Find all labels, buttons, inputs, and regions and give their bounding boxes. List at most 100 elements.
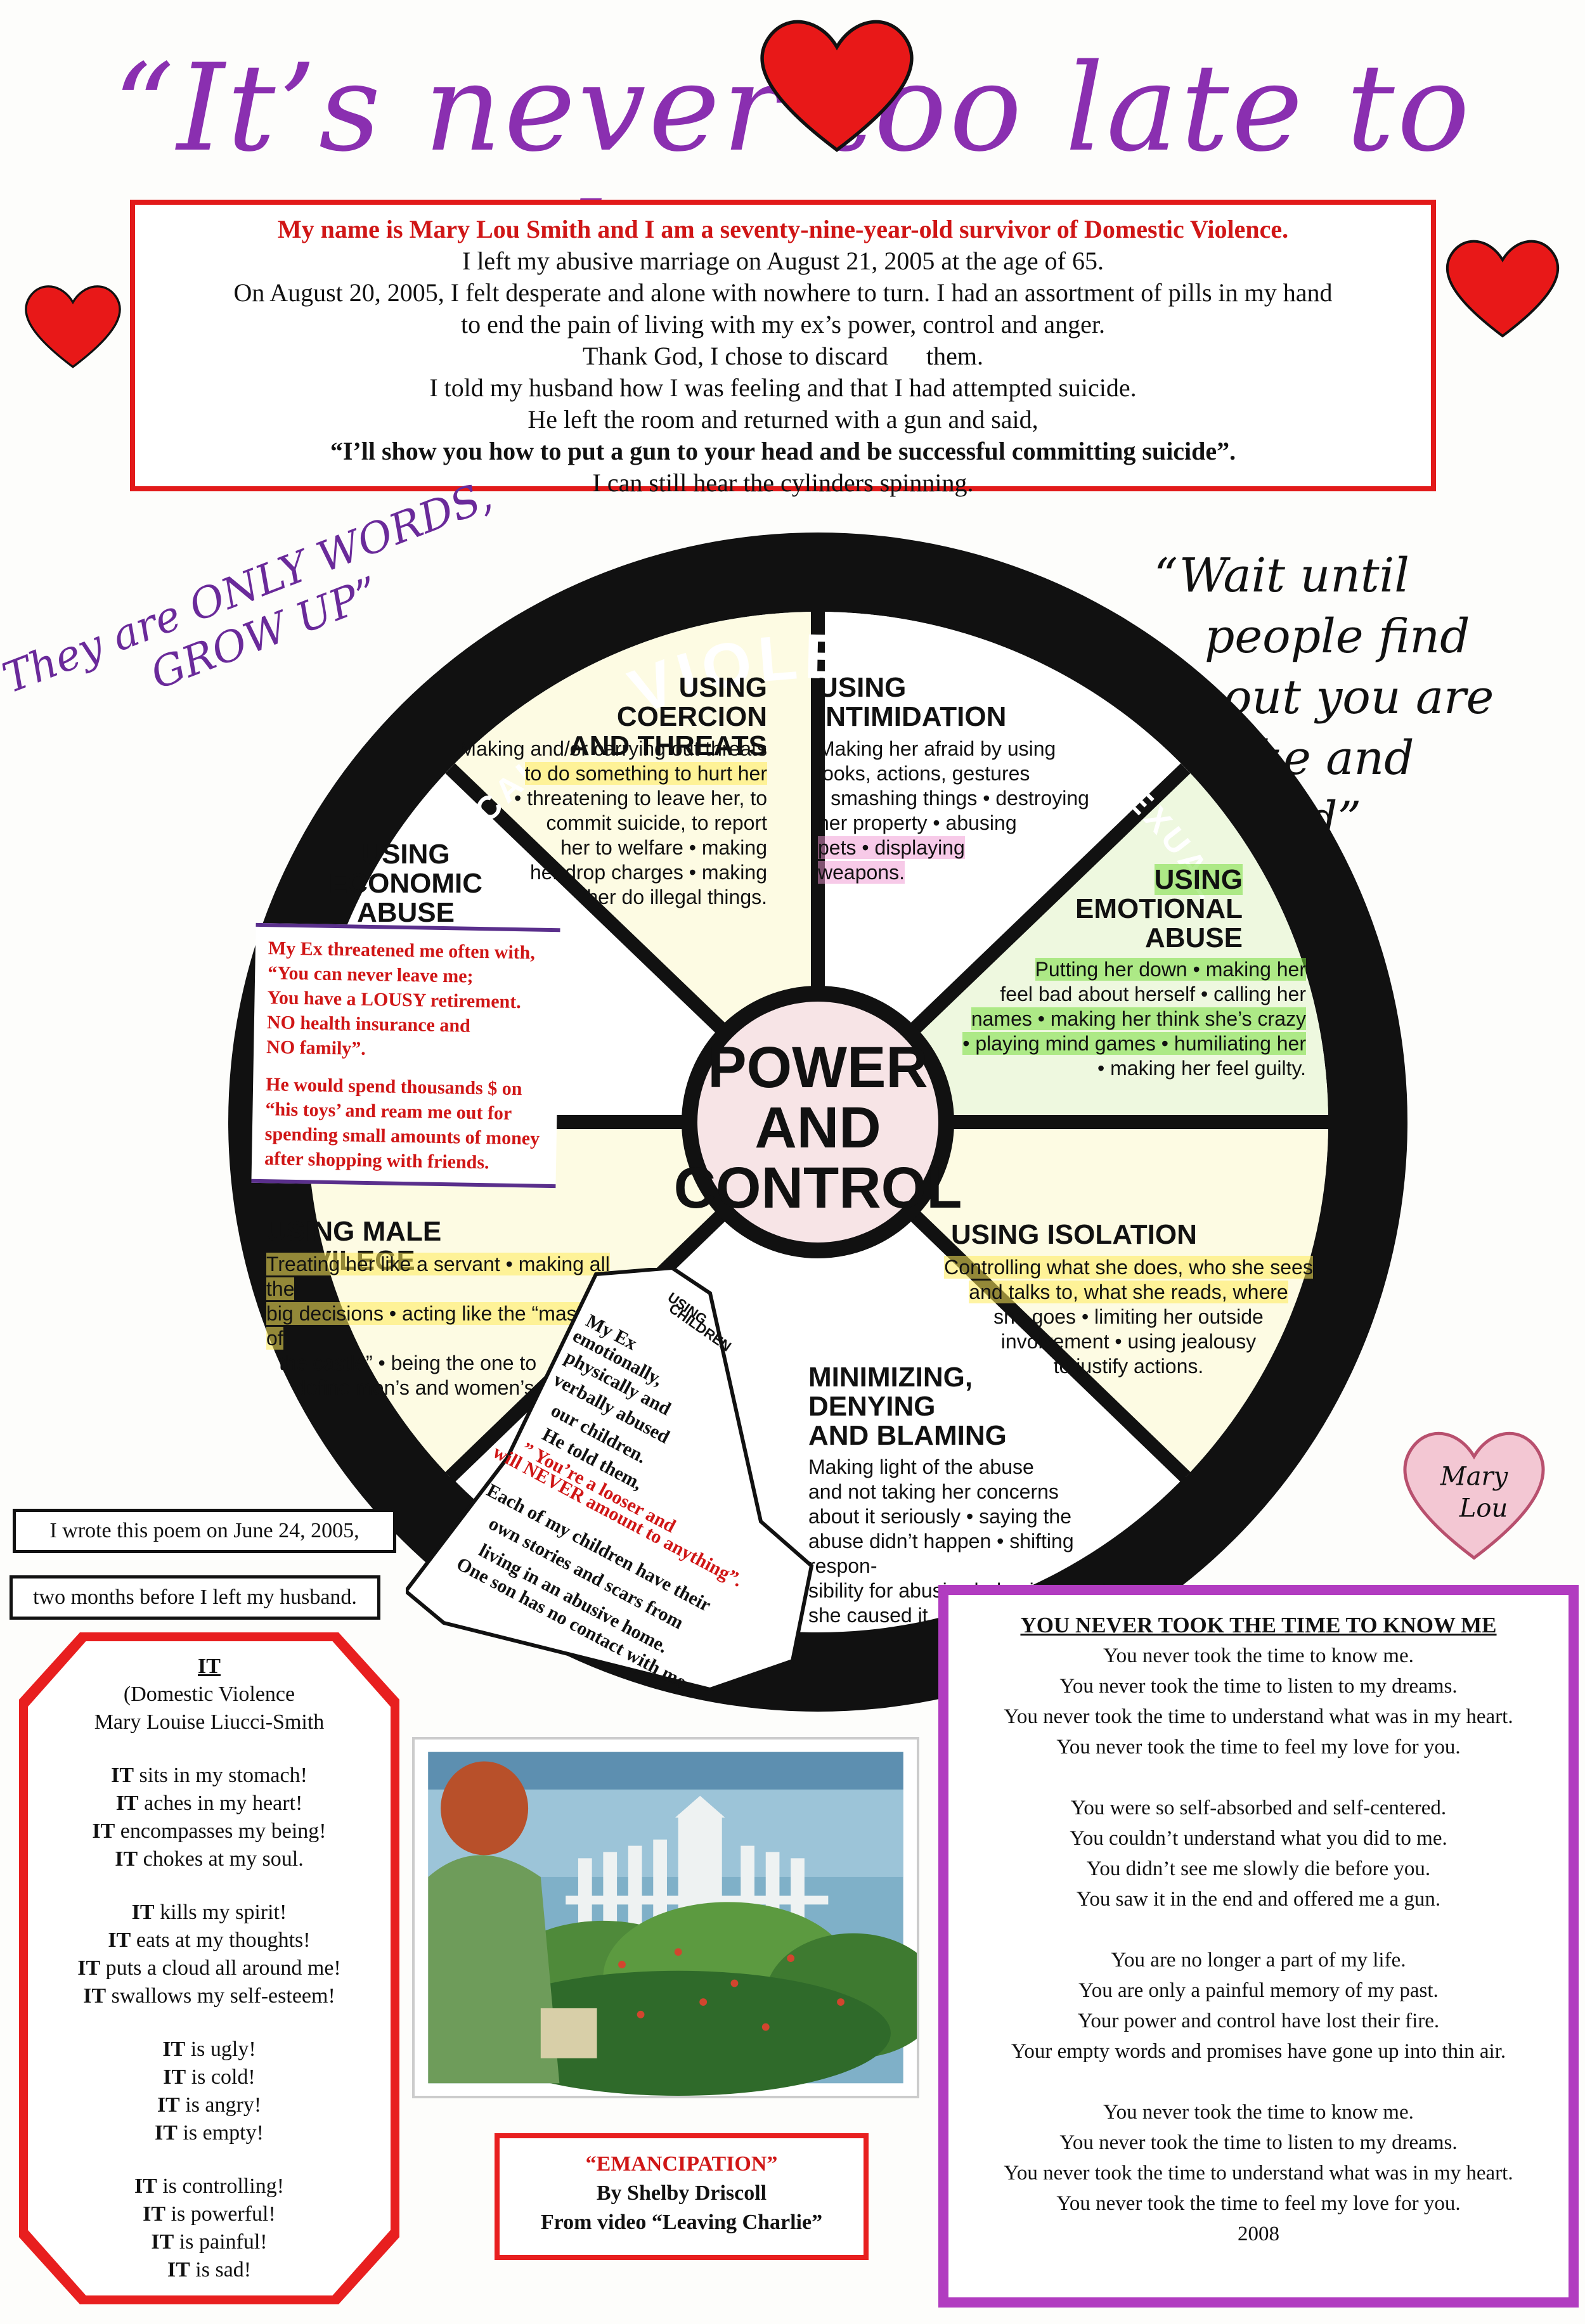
poem-title: YOU NEVER TOOK THE TIME TO KNOW ME — [1020, 1613, 1497, 1637]
body-line: pets • displaying — [818, 836, 965, 859]
body-line: and talks to, what she reads, where — [969, 1281, 1288, 1303]
caption-by: By Shelby Driscoll — [596, 2181, 767, 2205]
coercion-body: Making and/or carrying out threats to do… — [444, 737, 767, 910]
intro-line: He left the room and returned with a gun… — [527, 405, 1038, 434]
heading-line: USING ISOLATION — [951, 1219, 1197, 1250]
body-line: the castle” • being the one to — [279, 1352, 537, 1374]
minimizing-heading: MINIMIZING, DENYING AND BLAMING — [808, 1363, 1062, 1450]
poem-line: You couldn’t understand what you did to … — [1070, 1827, 1447, 1850]
poem-year: 2008 — [1238, 2223, 1279, 2245]
heading-line: ABUSE — [356, 897, 455, 928]
poem-line: swallows my self-esteem! — [111, 1984, 335, 2008]
body-line: Making her afraid by using — [818, 737, 1056, 760]
heading-line: USING — [818, 672, 907, 703]
poem-line: You never took the time to listen to my … — [1059, 1675, 1458, 1698]
intro-line: to end the pain of living with my ex’s p… — [461, 310, 1105, 339]
caption-title: “EMANCIPATION” — [585, 2152, 778, 2176]
body-line: commit suicide, to report — [546, 811, 767, 834]
quote-line: people find — [1205, 609, 1470, 664]
poem-line: You are only a painful memory of my past… — [1078, 1979, 1439, 2002]
poem-line: chokes at my soul. — [143, 1847, 304, 1871]
it-poem: IT (Domestic Violence Mary Louise Liucci… — [28, 1641, 391, 2295]
body-line: to justify actions. — [1053, 1355, 1204, 1378]
poem-line: You never took the time to listen to my … — [1059, 2131, 1458, 2154]
poem-date-strip: two months before I left my husband. — [10, 1575, 380, 1620]
poem-line: You didn’t see me slowly die before you. — [1086, 1857, 1431, 1880]
intro-last: I can still hear the cylinders spinning. — [592, 468, 974, 497]
body-line: her do illegal things. — [586, 886, 767, 908]
poem-line: You never took the time to feel my love … — [1056, 1736, 1461, 1759]
poem-line: encompasses my being! — [120, 1819, 327, 1843]
intro-quote: “I’ll show you how to put a gun to your … — [330, 437, 1236, 465]
body-line: her drop charges • making — [529, 861, 767, 884]
male-privilege-body: Treating her like a servant • making all… — [266, 1252, 621, 1400]
poem-line: puts a cloud all around me! — [105, 1956, 341, 1980]
intimidation-body: Making her afraid by using looks, action… — [818, 737, 1116, 885]
poem-line: aches in my heart! — [144, 1791, 303, 1815]
heading-line: AND THREATS — [569, 730, 767, 761]
it-poem-subtitle: (Domestic Violence — [123, 1682, 295, 1706]
poem-line: You never took the time to feel my love … — [1056, 2192, 1461, 2215]
body-line: names • making her think she’s crazy — [971, 1007, 1306, 1030]
body-line: Putting her down • making her — [1035, 958, 1306, 981]
emancipation-painting — [412, 1737, 919, 2098]
heading-line: ECONOMIC — [329, 868, 482, 899]
economic-heading: USING ECONOMIC ABUSE — [323, 840, 488, 927]
signature-heart: Mary Lou — [1403, 1431, 1545, 1560]
emotional-heading: USING EMOTIONAL ABUSE — [1040, 864, 1243, 953]
heading-line: AND BLAMING — [808, 1420, 1007, 1451]
body-line: she goes • limiting her outside — [993, 1305, 1264, 1328]
heading-line: INTIMIDATION — [818, 701, 1007, 732]
poem-line: is controlling! — [162, 2174, 285, 2198]
signature-line: Mary — [1440, 1462, 1509, 1492]
body-line: • smashing things • destroying — [818, 787, 1089, 810]
poem-line: kills my spirit! — [160, 1901, 287, 1924]
isolation-heading: USING ISOLATION — [951, 1220, 1255, 1249]
heading-line: MINIMIZING, — [808, 1362, 973, 1393]
hub-power: POWER — [708, 1035, 928, 1100]
heading-line: USING COERCION — [616, 672, 767, 732]
heading-line: USING — [361, 839, 450, 870]
poem-line: You never took the time to know me. — [1103, 1644, 1414, 1667]
signature-line: Lou — [1459, 1494, 1508, 1523]
poem-line: sits in my stomach! — [139, 1764, 307, 1787]
isolation-body: Controlling what she does, who she sees … — [932, 1255, 1325, 1379]
painting-caption: “EMANCIPATION” By Shelby Driscoll From v… — [495, 2133, 869, 2260]
body-line: abuse didn’t happen • shifting respon- — [808, 1530, 1074, 1577]
hub-and: AND — [754, 1095, 881, 1160]
never-took-time-poem: YOU NEVER TOOK THE TIME TO KNOW ME You n… — [938, 1585, 1579, 2308]
body-line: her property • abusing — [818, 811, 1017, 834]
body-line: • playing mind games • humiliating her — [962, 1032, 1306, 1055]
caption-from: From video “Leaving Charlie” — [540, 2211, 823, 2234]
body-line: she caused it. — [808, 1604, 934, 1627]
poem-line: You never took the time to know me. — [1103, 2101, 1414, 2124]
poem-line: is powerful! — [171, 2202, 276, 2226]
emotional-body: Putting her down • making her feel bad a… — [913, 957, 1306, 1081]
poem-line: Your power and control have lost their f… — [1077, 2010, 1440, 2032]
body-line: involvement • using jealousy — [1000, 1330, 1257, 1353]
poem-line: You saw it in the end and offered me a g… — [1076, 1888, 1441, 1911]
body-line: Making light of the abuse — [808, 1456, 1034, 1478]
poem-line: You were so self-absorbed and self-cente… — [1070, 1797, 1447, 1819]
poem-line: You are no longer a part of my life. — [1111, 1949, 1406, 1972]
poem-line: You never took the time to understand wh… — [1004, 2162, 1513, 2185]
body-line: feel bad about herself • calling her — [1000, 983, 1306, 1005]
body-line: to do something to hurt her — [524, 762, 767, 785]
body-line: and not taking her concerns — [808, 1480, 1059, 1503]
poem-line: You never took the time to understand wh… — [1004, 1705, 1513, 1728]
heading-line: ABUSE — [1144, 922, 1243, 953]
hub-control: CONTROL — [674, 1156, 962, 1220]
poem-line: is empty! — [183, 2121, 264, 2145]
body-line: Making and/or carrying out threats — [459, 737, 767, 760]
intro-heading: My name is Mary Lou Smith and I am a sev… — [277, 215, 1289, 243]
heading-line: USING — [1154, 864, 1243, 895]
poem-line: eats at my thoughts! — [136, 1928, 311, 1952]
power-control-wheel: VIOLENCE PHYSICAL SEXUAL PHYSICAL POWER … — [228, 533, 1407, 1712]
note-line: after shopping with friends. — [264, 1148, 489, 1173]
intro-box: My name is Mary Lou Smith and I am a sev… — [130, 200, 1436, 497]
body-line: • making her feel guilty. — [1097, 1057, 1306, 1080]
poem-line: is angry! — [185, 2093, 262, 2117]
heart-icon — [25, 285, 121, 368]
coercion-heading: USING COERCION AND THREATS — [526, 673, 767, 761]
minimizing-body: Making light of the abuse and not taking… — [808, 1455, 1138, 1628]
